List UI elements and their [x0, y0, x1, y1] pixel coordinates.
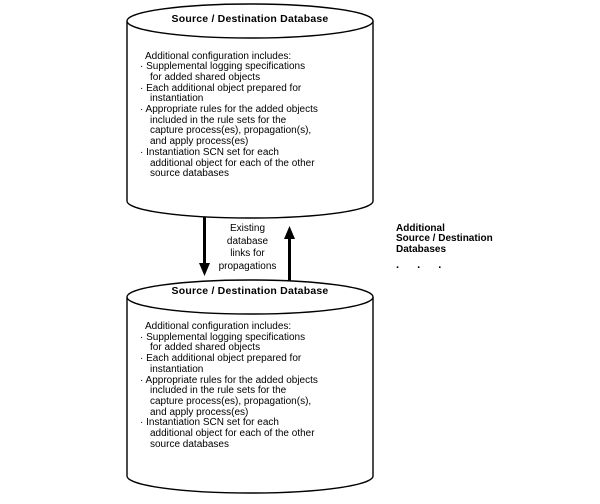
- additional-databases-label-line: Databases: [396, 243, 447, 255]
- db-links-label-line: Existing: [229, 223, 265, 234]
- config-wrap-line: instantiation: [150, 93, 204, 105]
- db-links-label-line: links for: [230, 248, 265, 260]
- up-arrow-icon: [284, 226, 295, 281]
- config-bullet-line: · Each additional object prepared for: [140, 82, 302, 94]
- config-bullet-line: · Instantiation SCN set for each: [140, 417, 279, 429]
- config-bullet-line: · Instantiation SCN set for each: [140, 146, 279, 158]
- additional-databases-label-line: Source / Destination: [396, 233, 493, 245]
- config-bullet-line: · Each additional object prepared for: [140, 353, 302, 365]
- additional-databases-label-line: Additional: [396, 223, 445, 234]
- db-links-label-line: propagations: [218, 260, 277, 272]
- db-links-label: Existing database links for propagations: [205, 223, 290, 273]
- config-wrap-line: and apply process(es): [150, 136, 249, 148]
- additional-databases-label: Additional Source / Destination Database…: [396, 223, 493, 255]
- cylinder-bottom-config-list: Additional configuration includes: · Sup…: [140, 321, 368, 450]
- down-arrow-icon: [199, 217, 210, 276]
- config-wrap-line: source databases: [150, 168, 229, 180]
- cylinder-bottom-title: Source / Destination Database: [171, 285, 329, 297]
- cylinder-top-config-list: Additional configuration includes: · Sup…: [140, 50, 368, 180]
- config-wrap-line: and apply process(es): [150, 406, 249, 418]
- cylinder-top-title: Source / Destination Database: [171, 13, 329, 25]
- config-wrap-line: for added shared objects: [150, 71, 261, 83]
- config-wrap-line: source databases: [150, 438, 229, 450]
- config-wrap-line: capture process(es), propagation(s),: [150, 395, 312, 407]
- config-wrap-line: additional object for each of the other: [150, 428, 315, 440]
- config-bullet-line: · Appropriate rules for the added object…: [140, 104, 318, 116]
- config-wrap-line: for added shared objects: [150, 342, 261, 354]
- config-wrap-line: capture process(es), propagation(s),: [150, 125, 312, 137]
- config-heading: Additional configuration includes:: [145, 321, 292, 332]
- config-heading: Additional configuration includes:: [145, 50, 292, 62]
- config-wrap-line: additional object for each of the other: [150, 157, 315, 169]
- config-wrap-line: instantiation: [150, 363, 204, 375]
- config-wrap-line: included in the rule sets for the: [150, 385, 287, 397]
- ellipsis-dots: . . .: [396, 259, 442, 271]
- config-wrap-line: included in the rule sets for the: [150, 114, 287, 126]
- config-bullet-line: · Supplemental logging specifications: [140, 331, 306, 343]
- config-bullet-line: · Supplemental logging specifications: [140, 61, 306, 73]
- cylinder-top-shape: [126, 3, 374, 219]
- db-links-label-line: database: [226, 235, 269, 247]
- config-bullet-line: · Appropriate rules for the added object…: [140, 374, 318, 386]
- cylinder-bottom-shape: [126, 279, 374, 494]
